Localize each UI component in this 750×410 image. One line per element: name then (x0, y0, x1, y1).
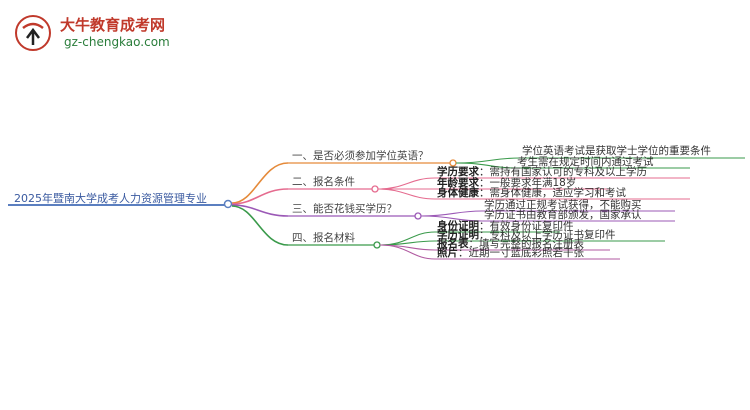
leaf-2-1: 学历要求：需持有国家认可的专科及以上学历 (437, 166, 647, 178)
leaf-3-2: 学历证书由教育部颁发，国家承认 (484, 209, 642, 221)
link-branch-2 (231, 188, 289, 205)
root-topic: 2025年暨南大学成考人力资源管理专业 (14, 192, 207, 205)
leaf-4-2: 学历证明：专科及以上学历证书复印件 (437, 229, 616, 241)
leaf-4-4: 照片：近期一寸蓝底彩照若干张 (437, 247, 584, 259)
leaf-1-1: 学位英语考试是获取学士学位的重要条件 (522, 145, 711, 157)
leaf-2-2: 年龄要求：一般要求年满18岁 (437, 177, 577, 189)
link-branch-3 (231, 204, 289, 217)
branch-2-label: 二、报名条件 (292, 176, 355, 188)
site-logo[interactable]: 大牛教育成考网 gz-chengkao.com (8, 8, 198, 58)
branch-node-3 (414, 212, 422, 220)
root-node (223, 199, 233, 209)
branch-node-2 (371, 185, 379, 193)
link-branch-1 (231, 162, 289, 204)
logo-title: 大牛教育成考网 (60, 16, 166, 34)
leaf-1-2: 考生需在规定时间内通过考试 (517, 156, 654, 168)
branch-4-label: 四、报名材料 (292, 232, 355, 244)
link-branch-4 (231, 205, 289, 246)
leaf-4-3: 报名表：填写完整的报名注册表 (437, 238, 584, 250)
branch-node-4 (373, 241, 381, 249)
logo-url: gz-chengkao.com (64, 35, 170, 49)
leaf-2-3: 身体健康：需身体健康，适应学习和考试 (437, 187, 626, 199)
bull-logo-icon (15, 15, 51, 51)
leaf-3-1: 学历通过正规考试获得，不能购买 (484, 199, 642, 211)
branch-1-label: 一、是否必须参加学位英语？ (292, 150, 429, 162)
leaf-4-1: 身份证明：有效身份证复印件 (437, 220, 574, 232)
branch-3-label: 三、能否花钱买学历？ (292, 203, 397, 215)
